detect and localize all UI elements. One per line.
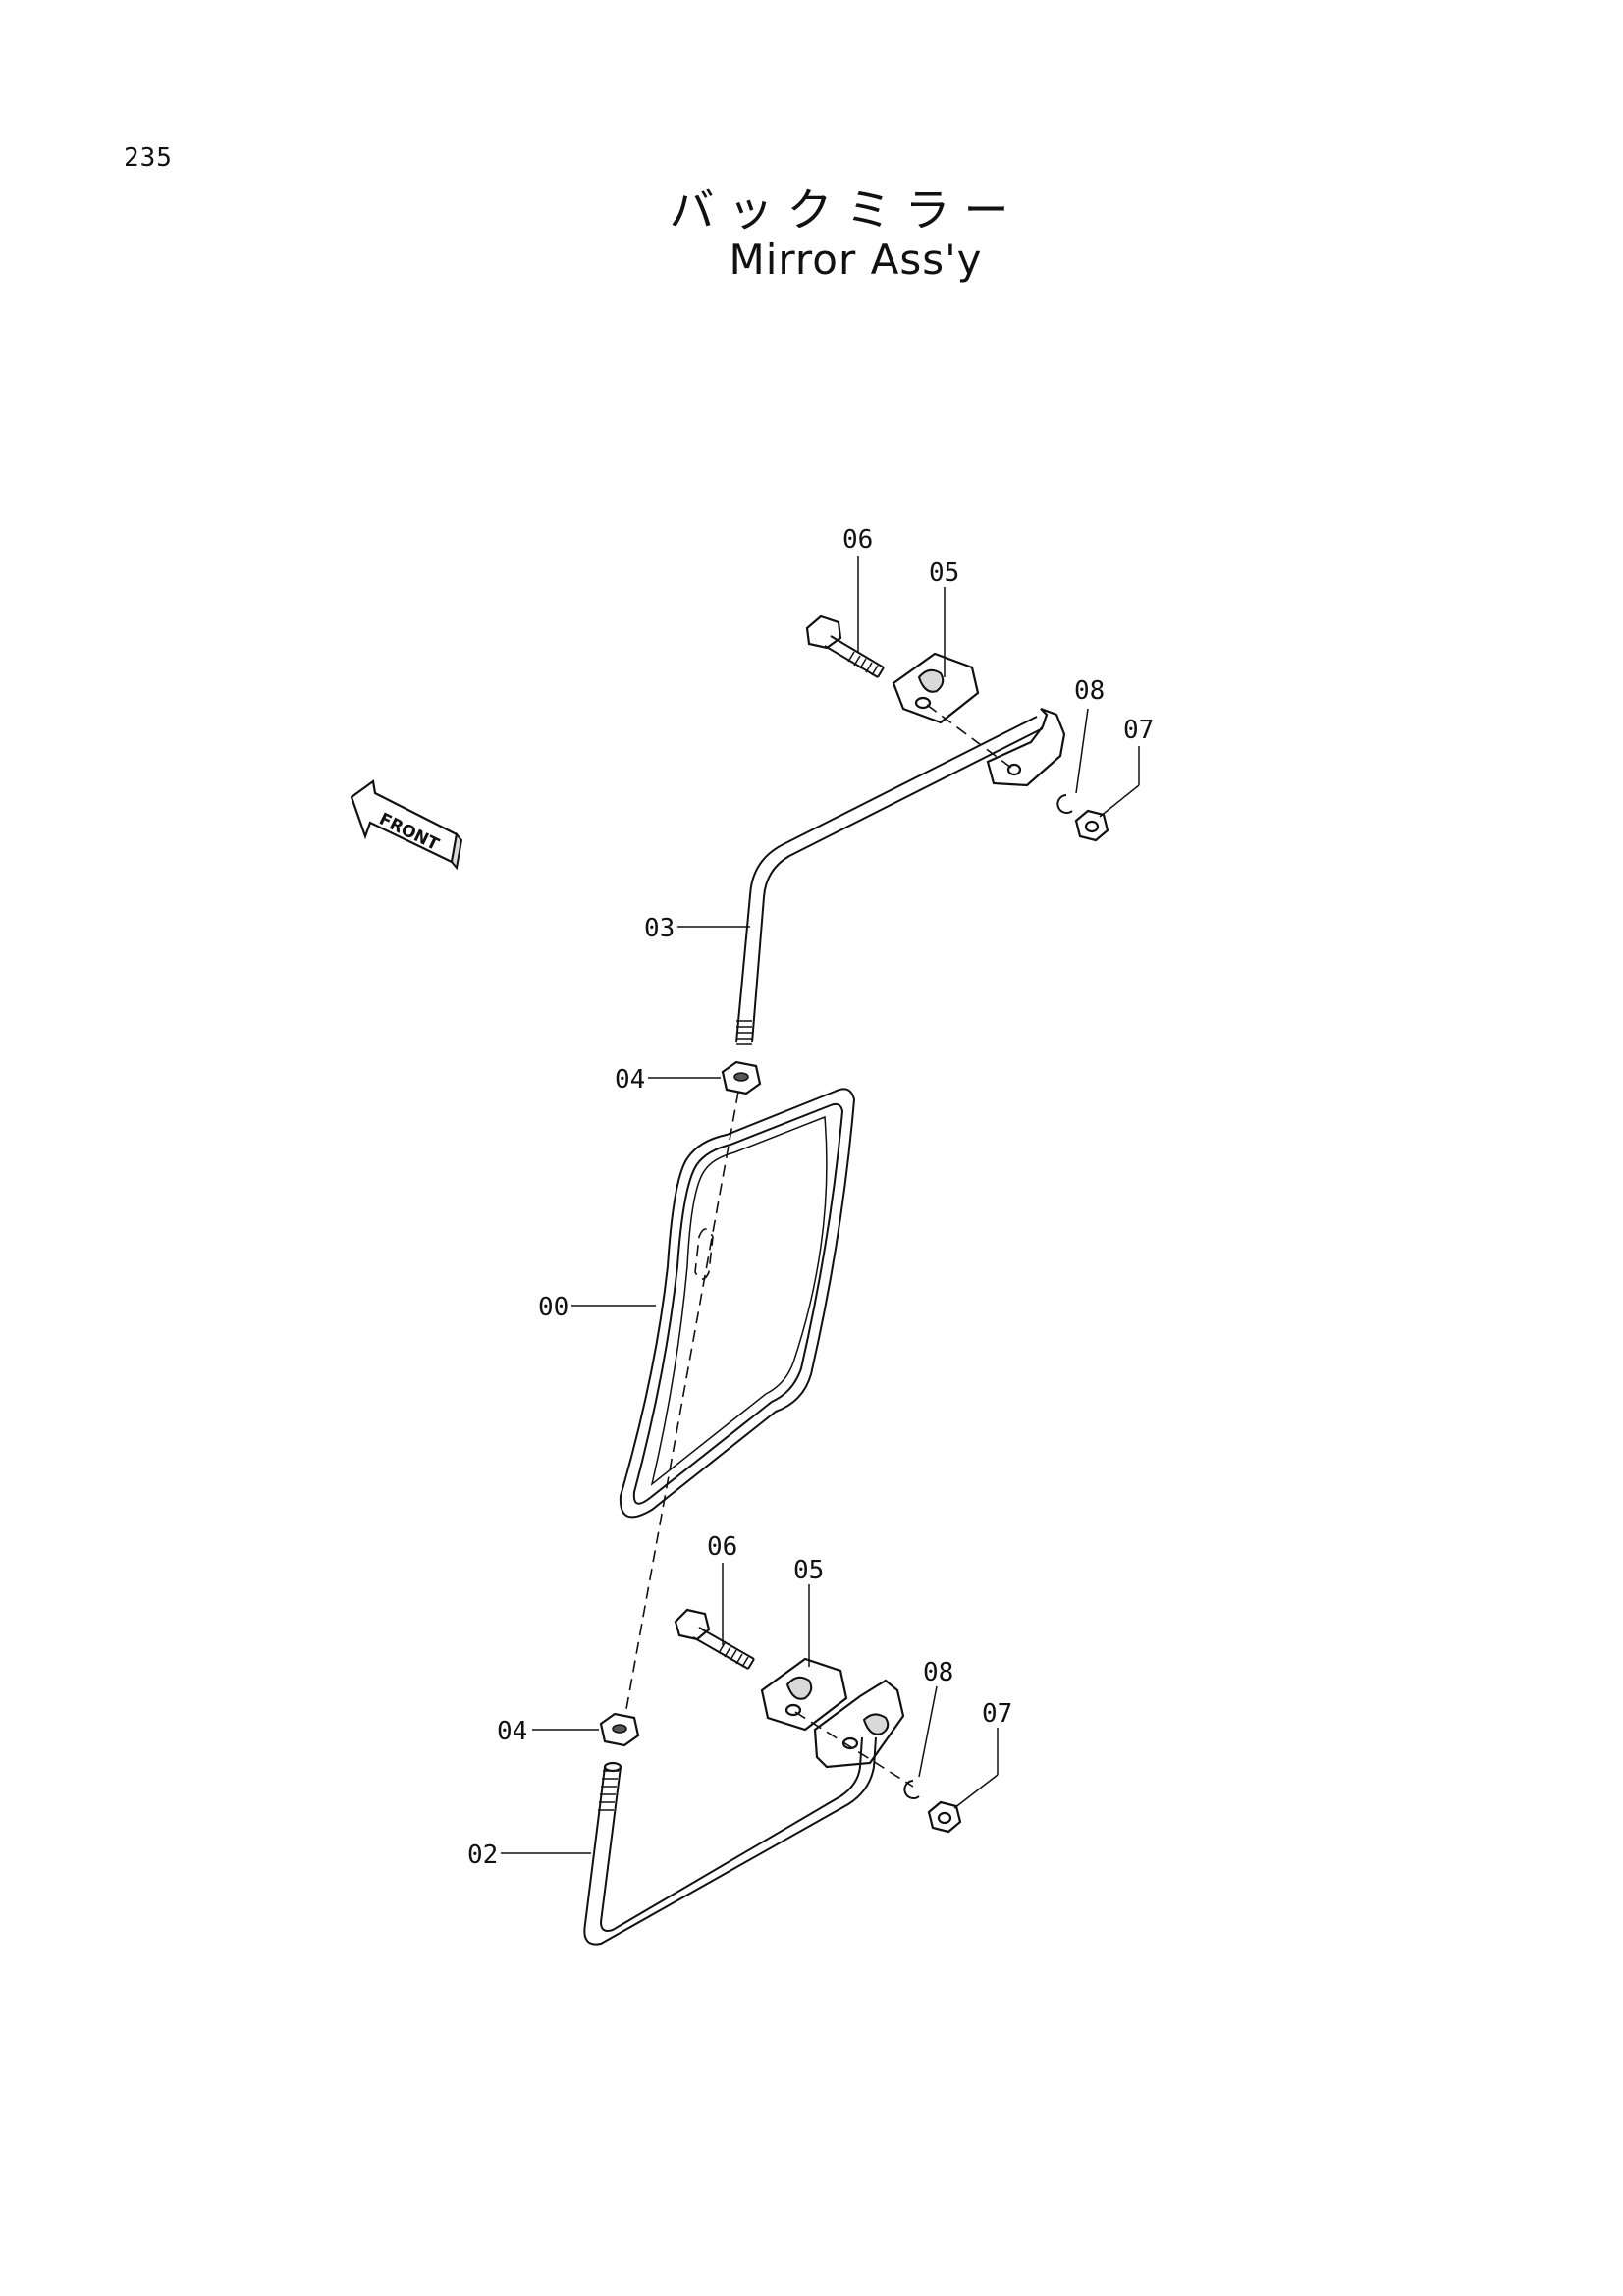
callout-top-ring: 08 xyxy=(1074,676,1105,706)
front-arrow: FRONT xyxy=(350,779,463,871)
top-bracket xyxy=(892,652,980,724)
callout-mirror: 00 xyxy=(538,1293,568,1322)
bottom-bolt xyxy=(674,1608,755,1670)
callout-lower-nut: 04 xyxy=(497,1717,527,1746)
bottom-hinge-block xyxy=(813,1679,905,1769)
leader-lines xyxy=(501,556,1140,1854)
callout-labels: 06 05 08 07 03 04 00 06 05 08 07 04 02 xyxy=(467,525,1154,1870)
title-english: Mirror Ass'y xyxy=(729,236,983,284)
lower-nut xyxy=(599,1712,640,1747)
callout-lower-rod: 02 xyxy=(467,1841,498,1870)
top-c-ring xyxy=(1056,794,1073,814)
upper-nut xyxy=(721,1060,762,1095)
bottom-axis-line xyxy=(794,1711,914,1788)
lower-rod xyxy=(583,1736,877,1946)
top-hinge-block xyxy=(986,707,1066,787)
callout-bottom-bolt: 06 xyxy=(707,1532,737,1562)
title-japanese: バックミラー xyxy=(669,184,1023,237)
bottom-c-ring xyxy=(903,1780,920,1799)
top-nut xyxy=(1074,809,1109,842)
callout-bottom-ring: 08 xyxy=(923,1658,953,1687)
top-bolt xyxy=(805,614,885,678)
callout-bottom-bracket: 05 xyxy=(793,1556,824,1585)
bottom-bracket xyxy=(760,1657,848,1732)
callout-upper-rod: 03 xyxy=(644,914,675,943)
mirror-frame xyxy=(619,1088,856,1721)
callout-top-nut: 07 xyxy=(1123,716,1154,745)
page-number: 235 xyxy=(124,143,173,173)
callout-top-bolt: 06 xyxy=(842,525,873,555)
upper-rod xyxy=(735,716,1044,1045)
callout-upper-nut: 04 xyxy=(615,1065,645,1095)
callout-bottom-nut: 07 xyxy=(982,1699,1012,1729)
callout-top-bracket: 05 xyxy=(929,559,959,588)
bottom-nut xyxy=(927,1800,962,1834)
